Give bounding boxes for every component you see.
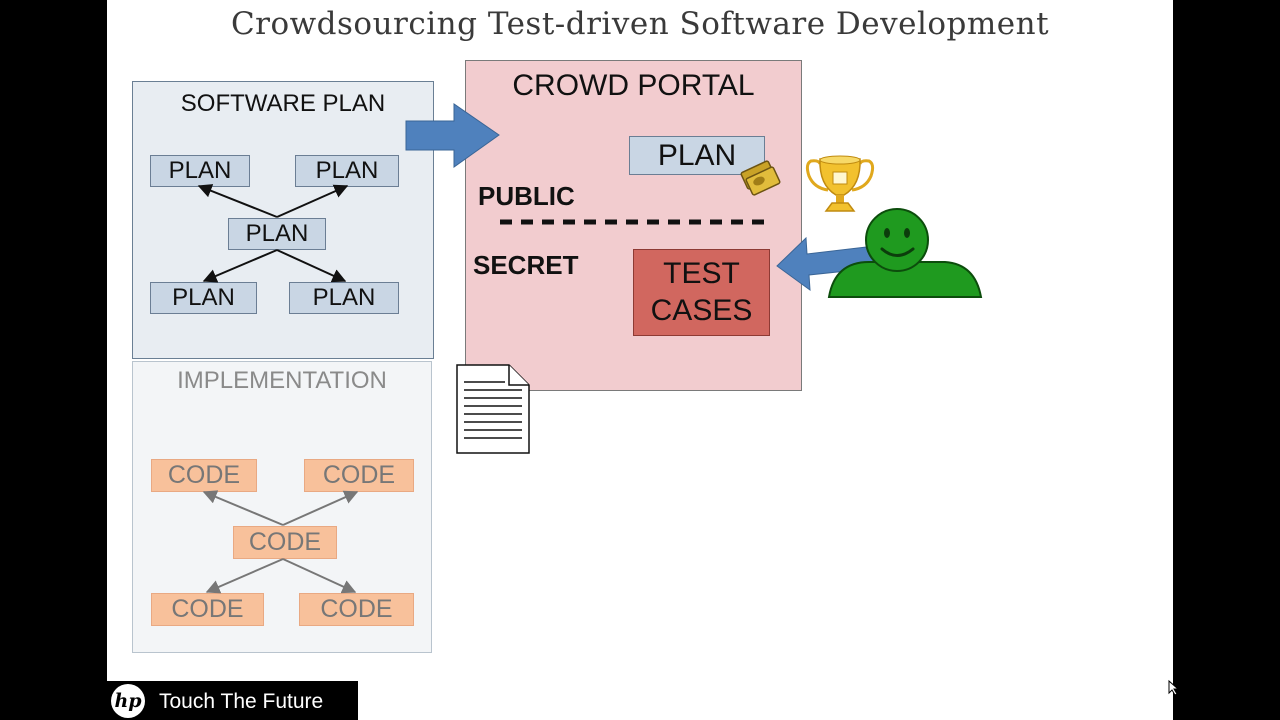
slide: Crowdsourcing Test-driven Software Devel… bbox=[107, 0, 1173, 720]
test-cases-line1: TEST bbox=[663, 257, 740, 290]
code-node: CODE bbox=[233, 526, 337, 559]
money-icon bbox=[740, 160, 781, 196]
implementation-panel: IMPLEMENTATION CODE CODE CODE CODE CODE bbox=[132, 361, 432, 653]
software-plan-panel: SOFTWARE PLAN PLAN PLAN PLAN PLAN PLAN bbox=[132, 81, 434, 359]
public-label: PUBLIC bbox=[478, 181, 575, 211]
secret-label: SECRET bbox=[473, 250, 579, 280]
document-icon bbox=[456, 364, 530, 454]
code-connector bbox=[202, 490, 284, 526]
plan-connector bbox=[276, 249, 347, 283]
code-connector bbox=[205, 558, 284, 594]
trophy-icon bbox=[805, 155, 875, 212]
plan-node: PLAN bbox=[289, 282, 399, 314]
hp-footer-bar: hp Touch The Future bbox=[107, 681, 358, 720]
code-node: CODE bbox=[151, 459, 257, 492]
test-cases-line2: CASES bbox=[650, 294, 753, 327]
plan-node: PLAN bbox=[150, 282, 257, 314]
slide-title: Crowdsourcing Test-driven Software Devel… bbox=[230, 6, 1050, 42]
implementation-title: IMPLEMENTATION bbox=[177, 367, 387, 394]
plan-connector bbox=[202, 249, 278, 283]
code-node: CODE bbox=[151, 593, 264, 626]
code-node: CODE bbox=[304, 459, 414, 492]
plan-connectors bbox=[197, 184, 349, 283]
submit-plan-arrow bbox=[405, 103, 500, 168]
test-cases-box: TEST CASES bbox=[633, 249, 770, 336]
crowd-person-icon bbox=[827, 208, 983, 298]
software-plan-title: SOFTWARE PLAN bbox=[180, 90, 386, 117]
hp-logo: hp bbox=[111, 684, 145, 718]
portal-plan-box: PLAN bbox=[629, 136, 765, 175]
code-node: CODE bbox=[299, 593, 414, 626]
code-connector bbox=[282, 558, 357, 594]
diagram-drawings bbox=[197, 103, 983, 594]
code-connector bbox=[282, 490, 359, 526]
plan-connector bbox=[197, 184, 278, 218]
crowd-portal-title: CROWD PORTAL bbox=[512, 69, 755, 102]
hp-tagline: Touch The Future bbox=[159, 690, 324, 713]
code-connectors bbox=[202, 490, 359, 594]
plan-node: PLAN bbox=[228, 218, 326, 250]
plan-node: PLAN bbox=[150, 155, 250, 187]
plan-connector bbox=[276, 184, 349, 218]
mouse-cursor-icon bbox=[1168, 679, 1180, 696]
